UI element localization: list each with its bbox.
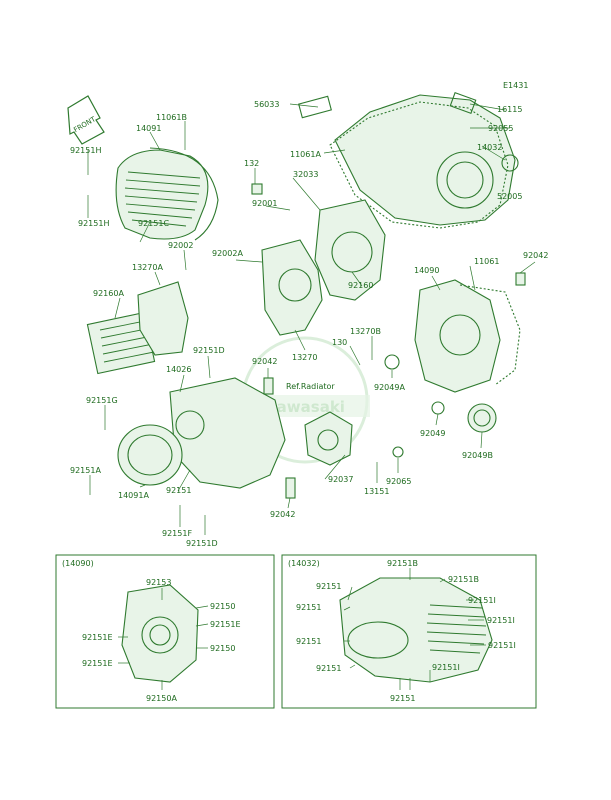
callout-label: 92151F bbox=[162, 529, 192, 538]
inset-14032: (14032) 92151B 92151 92151B 92151 92151I… bbox=[281, 554, 537, 709]
seal-92049b-icon bbox=[467, 403, 497, 433]
inset-14032-title: (14032) bbox=[288, 559, 320, 568]
callout-label: 92037 bbox=[328, 475, 353, 484]
inset-callout-label: 92151 bbox=[296, 637, 321, 646]
callout-label: 92002A bbox=[212, 249, 243, 258]
seal-92049a-icon bbox=[384, 354, 400, 370]
diagram-code: E1431 bbox=[503, 81, 528, 90]
inset-callout-label: 92151I bbox=[432, 663, 460, 672]
callout-label: 56033 bbox=[254, 100, 279, 109]
pin-92042-icon bbox=[263, 377, 274, 395]
inset-callout-label: 92150A bbox=[146, 694, 177, 703]
watermark-brand: Kawasaki bbox=[265, 398, 345, 416]
inset-callout-label: 92151 bbox=[390, 694, 415, 703]
callout-label: 13270B bbox=[350, 327, 381, 336]
inset-callout-label: 92151E bbox=[210, 620, 241, 629]
leader-lines bbox=[87, 103, 536, 535]
inset-callout-label: 92150 bbox=[210, 644, 235, 653]
callout-label: 92055 bbox=[488, 124, 513, 133]
callout-label: 92049A bbox=[374, 383, 405, 392]
inset-callout-label: 92151E bbox=[82, 633, 113, 642]
inset-callout-label: 92151B bbox=[387, 559, 418, 568]
front-arrow-icon: FRONT bbox=[67, 95, 105, 145]
callout-label: 11061B bbox=[156, 113, 187, 122]
inset-callout-label: 92151I bbox=[487, 616, 515, 625]
cover-14091a-icon bbox=[117, 424, 183, 486]
callout-label: 92151D bbox=[193, 346, 225, 355]
callout-label: 130 bbox=[332, 338, 347, 347]
plate-92160-icon bbox=[314, 199, 386, 301]
callout-label: 32033 bbox=[293, 170, 318, 179]
pin-92042c-icon bbox=[515, 272, 526, 286]
callout-label: 16115 bbox=[497, 105, 522, 114]
inset-callout-label: 92151 bbox=[296, 603, 321, 612]
cover-14026-icon bbox=[169, 377, 286, 489]
callout-label: 92160 bbox=[348, 281, 373, 290]
callout-label: 14091A bbox=[118, 491, 149, 500]
callout-label: 13270 bbox=[292, 353, 317, 362]
callout-label: 92160A bbox=[93, 289, 124, 298]
inset-callout-label: 92151 bbox=[316, 582, 341, 591]
plate-13270a-icon bbox=[137, 281, 189, 356]
bolt-132-icon bbox=[251, 183, 263, 195]
inset-callout-label: 92151 bbox=[316, 664, 341, 673]
callout-label: 14091 bbox=[136, 124, 161, 133]
callout-label: 92042 bbox=[523, 251, 548, 260]
inset-callout-label: 92151E bbox=[82, 659, 113, 668]
inset-callout-label: 92153 bbox=[146, 578, 171, 587]
callout-label: 92049 bbox=[420, 429, 445, 438]
callout-label: 13270A bbox=[132, 263, 163, 272]
callout-label: 11061 bbox=[474, 257, 499, 266]
pin-92042b-icon bbox=[285, 477, 296, 499]
inset-14032-cover-icon bbox=[339, 577, 493, 683]
inset-14090: (14090) 92153 92150 92151E 92151E 92150 … bbox=[55, 554, 275, 709]
seal-92049-icon bbox=[431, 401, 445, 415]
callout-label: 14090 bbox=[414, 266, 439, 275]
inset-callout-label: 92150 bbox=[210, 602, 235, 611]
washer-92065-icon bbox=[392, 446, 404, 458]
inset-14090-title: (14090) bbox=[62, 559, 94, 568]
callout-label: 92151H bbox=[78, 219, 109, 228]
plate-13270-icon bbox=[261, 239, 323, 336]
callout-labels: 56033 16115 92055 11061B 14091 11061A 14… bbox=[70, 100, 548, 548]
callout-label: 92151D bbox=[186, 539, 218, 548]
callout-label: 92042 bbox=[270, 510, 295, 519]
callout-label: 92151C bbox=[138, 219, 169, 228]
callout-label: 11061A bbox=[290, 150, 321, 159]
callout-label: 92049B bbox=[462, 451, 493, 460]
cover-14032-icon bbox=[298, 91, 519, 226]
callout-label: 92151G bbox=[86, 396, 118, 405]
callout-label: 92002 bbox=[168, 241, 193, 250]
inset-callout-label: 92151B bbox=[448, 575, 479, 584]
cover-14090-icon bbox=[414, 279, 521, 393]
inset-callout-label: 92151I bbox=[468, 596, 496, 605]
callout-label: 92065 bbox=[386, 477, 411, 486]
callout-label: 13151 bbox=[364, 487, 389, 496]
callout-label: 14032 bbox=[477, 143, 502, 152]
callout-label: 14026 bbox=[166, 365, 191, 374]
callout-label: 52005 bbox=[497, 192, 522, 201]
ref-radiator-label: Ref.Radiator bbox=[286, 382, 335, 391]
callout-label: 92151 bbox=[166, 486, 191, 495]
callout-label: 92001 bbox=[252, 199, 277, 208]
callout-label: 92151A bbox=[70, 466, 101, 475]
callout-label: 92151H bbox=[70, 146, 101, 155]
pump-icon bbox=[304, 411, 353, 466]
inset-callout-label: 92151I bbox=[488, 641, 516, 650]
inset-14090-cover-icon bbox=[121, 584, 199, 683]
cover-14091-icon bbox=[115, 147, 219, 241]
callout-label: 132 bbox=[244, 159, 259, 168]
callout-label: 92042 bbox=[252, 357, 277, 366]
